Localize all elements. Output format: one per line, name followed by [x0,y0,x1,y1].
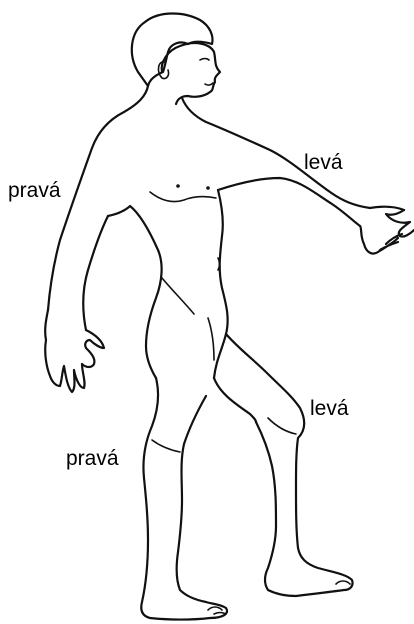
left-hand [360,210,414,254]
figure-outline [45,14,414,620]
left-leg-front [226,334,353,596]
right-knee [152,440,180,452]
torso-front [214,190,228,378]
navel [218,258,220,270]
label-right-arm: pravá [8,180,61,201]
front-neck-shoulder [182,98,404,210]
hip-crease [162,278,194,314]
left-foot-toes [336,581,350,584]
left-leg-back [214,378,256,422]
label-left-arm: levá [304,152,343,173]
mouth [205,83,213,85]
left-knee [268,418,296,434]
torso-side [108,206,162,378]
left-arm-underside [218,178,360,226]
right-arm-outer [45,310,104,392]
label-left-leg: levá [310,398,349,419]
right-arm-inner [83,216,108,330]
eye [200,59,209,61]
nipple-right [176,184,180,188]
right-leg-back [141,378,227,620]
chest-line [150,192,216,202]
groin-line [208,318,214,360]
back-of-neck [48,86,148,310]
nipple-left [206,186,210,190]
head-outline [162,43,220,104]
right-foot-toes [208,607,226,614]
label-right-leg: pravá [66,448,119,469]
